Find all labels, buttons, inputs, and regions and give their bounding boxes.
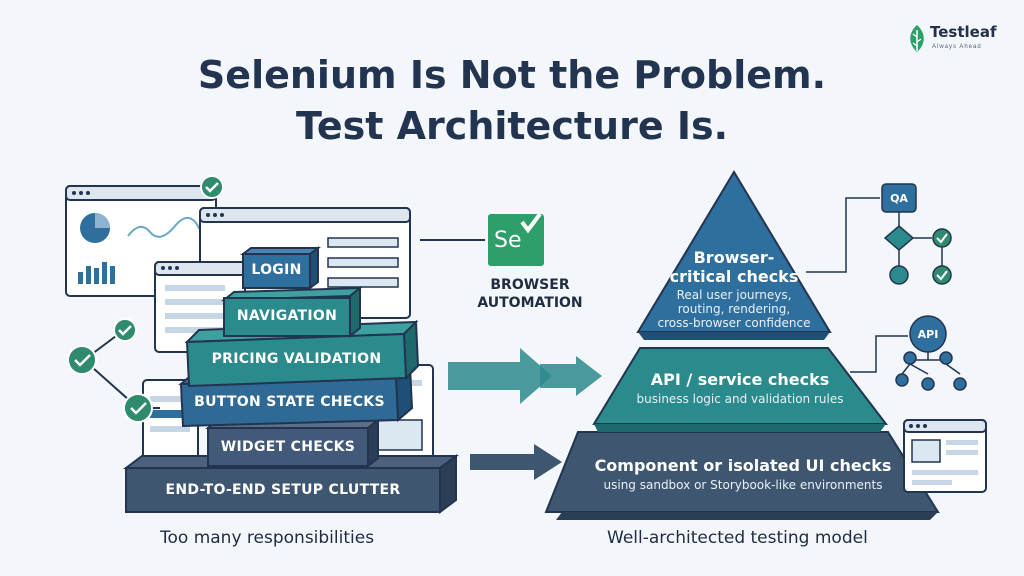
leaf-icon xyxy=(910,25,924,52)
api-node-label: API xyxy=(918,328,939,341)
tier-browser-title-line2: critical checks xyxy=(669,267,799,286)
left-caption: Too many responsibilities xyxy=(160,528,375,548)
tier-browser-title-line1: Browser- xyxy=(693,248,775,267)
stack-label-pricing-validation: PRICING VALIDATION xyxy=(211,351,382,367)
stack-label-login: LOGIN xyxy=(251,262,302,278)
tier-component-subtitle: using sandbox or Storybook-like environm… xyxy=(603,478,883,492)
qa-flowchart: QA xyxy=(806,183,952,285)
page-title-line2: Test Architecture Is. xyxy=(295,104,729,148)
tier-browser-subtitle: Real user journeys, routing, rendering, … xyxy=(654,288,814,330)
selenium-logo-text: Se xyxy=(494,228,522,253)
tier-browser-sub-line2: routing, rendering, xyxy=(677,302,791,316)
right-caption: Well-architected testing model xyxy=(607,528,868,548)
stack-label-end-to-end: END-TO-END SETUP CLUTTER xyxy=(165,482,401,498)
pyramid-tier-component xyxy=(544,431,940,520)
browser-automation-label: BROWSER AUTOMATION xyxy=(470,276,590,312)
browser-automation-line1: BROWSER xyxy=(490,277,570,293)
block-login xyxy=(240,246,321,290)
tier-browser-sub-line3: cross-browser confidence xyxy=(657,316,811,330)
component-window-icon xyxy=(903,419,987,493)
tier-browser-sub-line1: Real user journeys, xyxy=(676,288,792,302)
tier-browser-title: Browser- critical checks xyxy=(654,248,814,286)
brand-tagline: Always Ahead xyxy=(932,44,982,50)
check-icon xyxy=(123,393,153,423)
selenium-logo-icon xyxy=(488,212,544,266)
arrow-right-icon xyxy=(470,444,562,480)
brand-name: Testleaf xyxy=(930,23,997,41)
check-icon xyxy=(67,345,97,375)
api-tree: API xyxy=(850,315,967,391)
block-navigation xyxy=(221,285,363,339)
tier-api-title: API / service checks xyxy=(650,370,830,389)
stack-label-button-state-checks: BUTTON STATE CHECKS xyxy=(194,394,385,410)
tier-api-subtitle: business logic and validation rules xyxy=(636,392,844,406)
arrow-right-icon xyxy=(448,348,602,404)
tier-component-title: Component or isolated UI checks xyxy=(594,456,892,475)
check-icon xyxy=(200,175,224,199)
stack-label-navigation: NAVIGATION xyxy=(236,308,338,324)
stack-label-widget-checks: WIDGET CHECKS xyxy=(220,439,356,455)
check-icon xyxy=(113,318,137,342)
page-title-line1: Selenium Is Not the Problem. xyxy=(197,53,827,97)
pyramid-tier-api xyxy=(592,347,889,432)
pyramid-tier-browser xyxy=(636,170,832,340)
browser-automation-line2: AUTOMATION xyxy=(477,295,583,311)
block-widget xyxy=(205,417,381,469)
brand-logo: Testleaf Always Ahead xyxy=(906,20,1016,60)
qa-node-label: QA xyxy=(890,192,908,205)
